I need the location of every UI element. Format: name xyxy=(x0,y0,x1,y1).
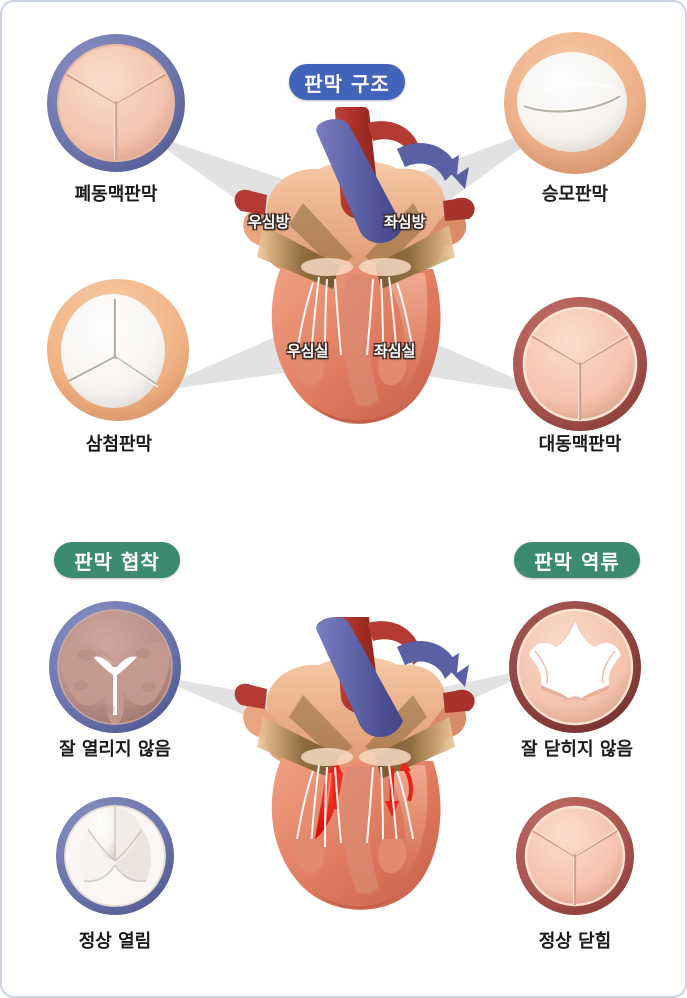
valve-illustration-regurgitation-abnormal xyxy=(507,599,643,735)
section-title-text: 판막 구조 xyxy=(304,71,390,96)
regurgitation-title-text: 판막 역류 xyxy=(534,549,620,574)
section-divider xyxy=(42,502,645,503)
heart-illustration-structure xyxy=(207,107,497,437)
valve-caption-regurgitation-normal: 정상 닫힘 xyxy=(538,931,612,952)
section-title-badge-structure: 판막 구조 xyxy=(289,64,405,100)
valve-caption-pulmonary: 폐동맥판막 xyxy=(74,184,158,205)
valve-caption-aortic: 대동맥판막 xyxy=(538,434,622,455)
valve-illustration-stenosis-normal xyxy=(54,795,176,917)
valve-caption-mitral: 승모판막 xyxy=(541,184,609,205)
valve-illustration-pulmonary xyxy=(45,32,187,174)
valve-caption-regurgitation-abnormal: 잘 닫히지 않음 xyxy=(521,739,633,760)
valve-illustration-tricuspid xyxy=(45,277,191,423)
valve-caption-tricuspid: 삼첨판막 xyxy=(85,434,153,455)
section-title-badge-stenosis: 판막 협착 xyxy=(54,542,180,578)
valve-caption-stenosis-abnormal: 잘 열리지 않음 xyxy=(59,739,171,760)
valve-caption-stenosis-normal: 정상 열림 xyxy=(78,931,152,952)
stenosis-title-text: 판막 협착 xyxy=(74,549,160,574)
valve-illustration-regurgitation-normal xyxy=(514,795,636,917)
section-title-badge-regurgitation: 판막 역류 xyxy=(514,542,640,578)
valve-illustration-mitral xyxy=(502,30,648,176)
valve-illustration-stenosis-abnormal xyxy=(47,599,183,735)
valve-illustration-aortic xyxy=(511,295,649,433)
heart-illustration-disease xyxy=(207,617,497,917)
